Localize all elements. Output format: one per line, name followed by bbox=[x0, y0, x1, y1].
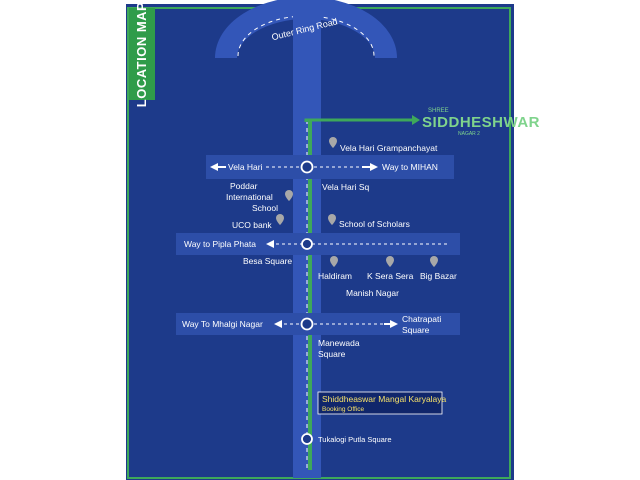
arrow-mihan bbox=[370, 163, 378, 171]
road-vela-hari bbox=[206, 155, 454, 179]
outer-ring-road-center bbox=[237, 15, 375, 57]
road-mhalgi bbox=[176, 313, 460, 335]
brand-top: SHREE bbox=[428, 108, 449, 114]
label-uco: UCO bank bbox=[232, 220, 272, 230]
junction-tukalogi bbox=[301, 433, 313, 445]
label-ksera: K Sera Sera bbox=[367, 271, 414, 281]
label-chatrapati-2: Square bbox=[402, 325, 430, 335]
label-poddar-3: School bbox=[252, 203, 278, 213]
label-booking: Booking Office bbox=[322, 406, 365, 413]
junction-besa bbox=[301, 238, 313, 250]
label-chatrapati-1: Chatrapati bbox=[402, 314, 441, 324]
label-mangal: Shiddheaswar Mangal Karyalaya bbox=[322, 394, 447, 404]
label-vela-hari-gram: Vela Hari Grampanchayat bbox=[340, 143, 438, 153]
label-way-mihan: Way to MIHAN bbox=[382, 162, 438, 172]
pin-icon bbox=[276, 137, 438, 267]
label-mhalgi: Way To Mhalgi Nagar bbox=[182, 319, 263, 329]
label-bigbazar: Big Bazar bbox=[420, 271, 457, 281]
junction-vela-hari bbox=[300, 160, 314, 174]
arrow-vela-hari bbox=[210, 163, 218, 171]
label-poddar-1: Poddar bbox=[230, 181, 258, 191]
label-besa: Besa Square bbox=[243, 256, 292, 266]
route-arrow bbox=[412, 115, 420, 125]
route-to-brand bbox=[304, 118, 412, 122]
label-manewada-1: Manewada bbox=[318, 338, 360, 348]
label-vela-hari: Vela Hari bbox=[228, 162, 263, 172]
junction-manewada bbox=[300, 317, 314, 331]
title-text: LOCATION MAP bbox=[134, 1, 150, 107]
label-vela-hari-sq: Vela Hari Sq bbox=[322, 182, 370, 192]
brand-logo: SHREE SIDDHESHWAR NAGAR 2 bbox=[418, 108, 540, 138]
label-poddar-2: International bbox=[226, 192, 273, 202]
arrow-pipla bbox=[266, 240, 274, 248]
brand-name: SIDDHESHWAR bbox=[422, 114, 541, 131]
arrow-mhalgi bbox=[274, 320, 282, 328]
mangal-karyalaya-box bbox=[317, 391, 443, 415]
label-manish: Manish Nagar bbox=[346, 288, 399, 298]
label-tukalogi: Tukalogi Putla Square bbox=[318, 435, 392, 444]
label-scholars: School of Scholars bbox=[339, 219, 410, 229]
arrow-chatrapati bbox=[390, 320, 398, 328]
label-haldiram: Haldiram bbox=[318, 271, 352, 281]
brand-sub: NAGAR 2 bbox=[458, 131, 480, 137]
label-pipla: Way to Pipla Phata bbox=[184, 239, 256, 249]
location-map-title: LOCATION MAP bbox=[129, 1, 155, 107]
label-manewada-2: Square bbox=[318, 349, 346, 359]
